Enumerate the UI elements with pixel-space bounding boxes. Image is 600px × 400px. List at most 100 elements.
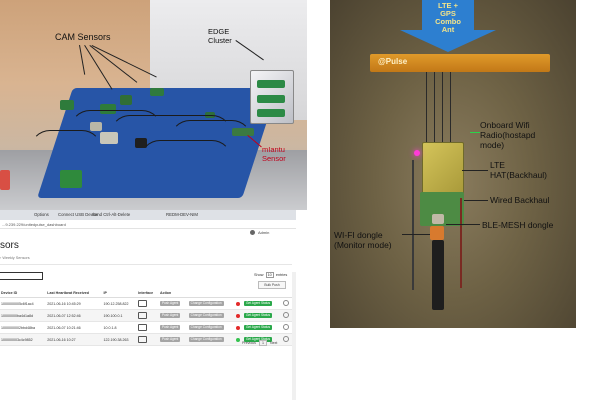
antenna-wire-2: [434, 72, 435, 150]
col-blank-2: [235, 289, 243, 298]
cam-sensor-5: [90, 122, 102, 131]
row-select-radio[interactable]: [282, 300, 289, 306]
remote-toolbar: Options Connect USB Device Send Ctrl-Alt…: [0, 210, 296, 220]
interface-cell: [137, 321, 159, 334]
left-edge-device: [0, 170, 10, 190]
wired-backhaul-pointer: [464, 200, 488, 201]
select-cell: [281, 309, 292, 322]
previous-button[interactable]: Previous: [242, 341, 256, 345]
row-select-radio[interactable]: [282, 336, 289, 342]
device-id-cell: 1000000002bbd48ba: [0, 321, 47, 334]
page-1-button[interactable]: 1: [258, 340, 267, 346]
onboard-wifi-label: Onboard Wifi Radio(hostapd mode): [480, 120, 536, 150]
get-agent-status-button[interactable]: Get Agent Status: [243, 337, 273, 342]
select-cell: [281, 297, 292, 310]
antenna-logo: @Pulse: [378, 57, 408, 66]
next-button[interactable]: Next: [269, 341, 278, 345]
status-dot-cell: [235, 333, 243, 346]
col-blank-1: [187, 289, 236, 298]
change-configuration-button[interactable]: Change Configuration: [188, 301, 224, 306]
status-dot: [236, 325, 241, 330]
page-header: Admin: [0, 229, 296, 239]
bulk-push-button[interactable]: Bulk Push: [258, 281, 286, 289]
arrow-shape: [422, 0, 474, 30]
ip-cell: 10.0.1.8: [102, 321, 138, 334]
agent-status-cell: Get Agent Status: [242, 333, 282, 346]
status-dot: [236, 337, 241, 342]
heartbeat-cell: 2021-06-07 12:52:46: [46, 309, 103, 322]
col-interface[interactable]: Interface: [137, 289, 159, 298]
get-agent-status-button[interactable]: Get Agent Status: [243, 325, 273, 330]
get-agent-status-button[interactable]: Get Agent Status: [243, 301, 273, 306]
dashboard-screenshot: Options Connect USB Device Send Ctrl-Alt…: [0, 210, 296, 400]
col-blank-4: [281, 289, 292, 298]
interface-cell: [137, 333, 159, 346]
lab-setup-photo: CAM Sensors EDGE Cluster mIantu Sensor: [0, 0, 307, 210]
get-agent-status-button[interactable]: Get Agent Status: [243, 313, 273, 318]
status-dot-cell: [235, 309, 243, 322]
row-select-radio[interactable]: [282, 312, 289, 318]
select-cell: [281, 321, 292, 334]
device-id-cell: 1000000005c6f1ac4: [0, 297, 47, 310]
col-device-id[interactable]: Device ID: [0, 289, 47, 298]
push-agent-button[interactable]: Push Agent: [160, 313, 181, 318]
search-input[interactable]: [0, 272, 43, 280]
change-config-cell: Change Configuration: [187, 321, 236, 334]
change-configuration-button[interactable]: Change Configuration: [188, 337, 224, 342]
status-dot-cell: [235, 321, 243, 334]
entries-label: entries: [275, 273, 288, 277]
push-agent-cell: Push Agent: [159, 333, 188, 346]
led-indicator: [414, 150, 420, 156]
interface-cell: [137, 297, 159, 310]
table-header-row: Device ID Last Heartbeat Received IP Int…: [0, 289, 292, 298]
lte-gps-antenna: [370, 54, 550, 72]
device-id-cell: 100000003c4c9852: [0, 333, 47, 346]
antenna-wire-3: [442, 72, 443, 150]
ble-dongle: [432, 214, 444, 224]
interface-cell: [137, 309, 159, 322]
wired-backhaul-label: Wired Backhaul: [490, 195, 550, 205]
ethernet-icon: [138, 311, 148, 319]
heartbeat-cell: 2021-06-16 10:45:29: [46, 297, 103, 310]
col-ip[interactable]: IP: [102, 289, 138, 298]
select-cell: [281, 333, 292, 346]
lte-hat-board: [422, 142, 464, 194]
onboard-wifi-pointer: [470, 132, 480, 133]
agent-status-cell: Get Agent Status: [242, 321, 282, 334]
ip-cell: 122.190.38.263: [102, 333, 138, 346]
push-agent-button[interactable]: Push Agent: [160, 301, 181, 306]
ethernet-icon: [138, 299, 148, 307]
arrow-head: [400, 30, 496, 52]
push-agent-button[interactable]: Push Agent: [160, 325, 181, 330]
page-title: sors: [0, 240, 19, 251]
edge-cluster-board-3: [257, 109, 285, 117]
user-icon[interactable]: [250, 230, 255, 235]
cam-sensor-1: [60, 100, 74, 110]
cable-4: [170, 120, 252, 202]
change-configuration-button[interactable]: Change Configuration: [188, 313, 224, 318]
agent-status-cell: Get Agent Status: [242, 297, 282, 310]
address-bar[interactable]: ...9.239.229/unitedpulse_dashboard: [0, 220, 296, 229]
options-menu[interactable]: Options: [34, 212, 49, 217]
send-ctrl-alt-del-menu[interactable]: Send Ctrl-Alt-Delete: [92, 212, 131, 217]
status-dot: [236, 313, 241, 318]
col-action[interactable]: Action: [159, 289, 188, 298]
push-agent-button[interactable]: Push Agent: [160, 337, 181, 342]
scrollbar[interactable]: [292, 272, 296, 400]
row-select-radio[interactable]: [282, 324, 289, 330]
connect-usb-menu[interactable]: Connect USB Device: [58, 212, 99, 217]
show-entries: Show 10 entries: [254, 272, 287, 278]
change-configuration-button[interactable]: Change Configuration: [188, 325, 224, 330]
wifi-dongle-pointer: [402, 234, 430, 235]
entries-select[interactable]: 10: [265, 272, 274, 278]
cable-3: [140, 140, 232, 202]
user-name[interactable]: Admin: [258, 230, 270, 235]
cable-5: [30, 130, 102, 192]
cam-sensor-4: [150, 88, 164, 96]
col-last-heartbeat[interactable]: Last Heartbeat Received: [46, 289, 103, 298]
show-label: Show: [254, 273, 264, 277]
edge-cluster-board-2: [257, 95, 285, 103]
